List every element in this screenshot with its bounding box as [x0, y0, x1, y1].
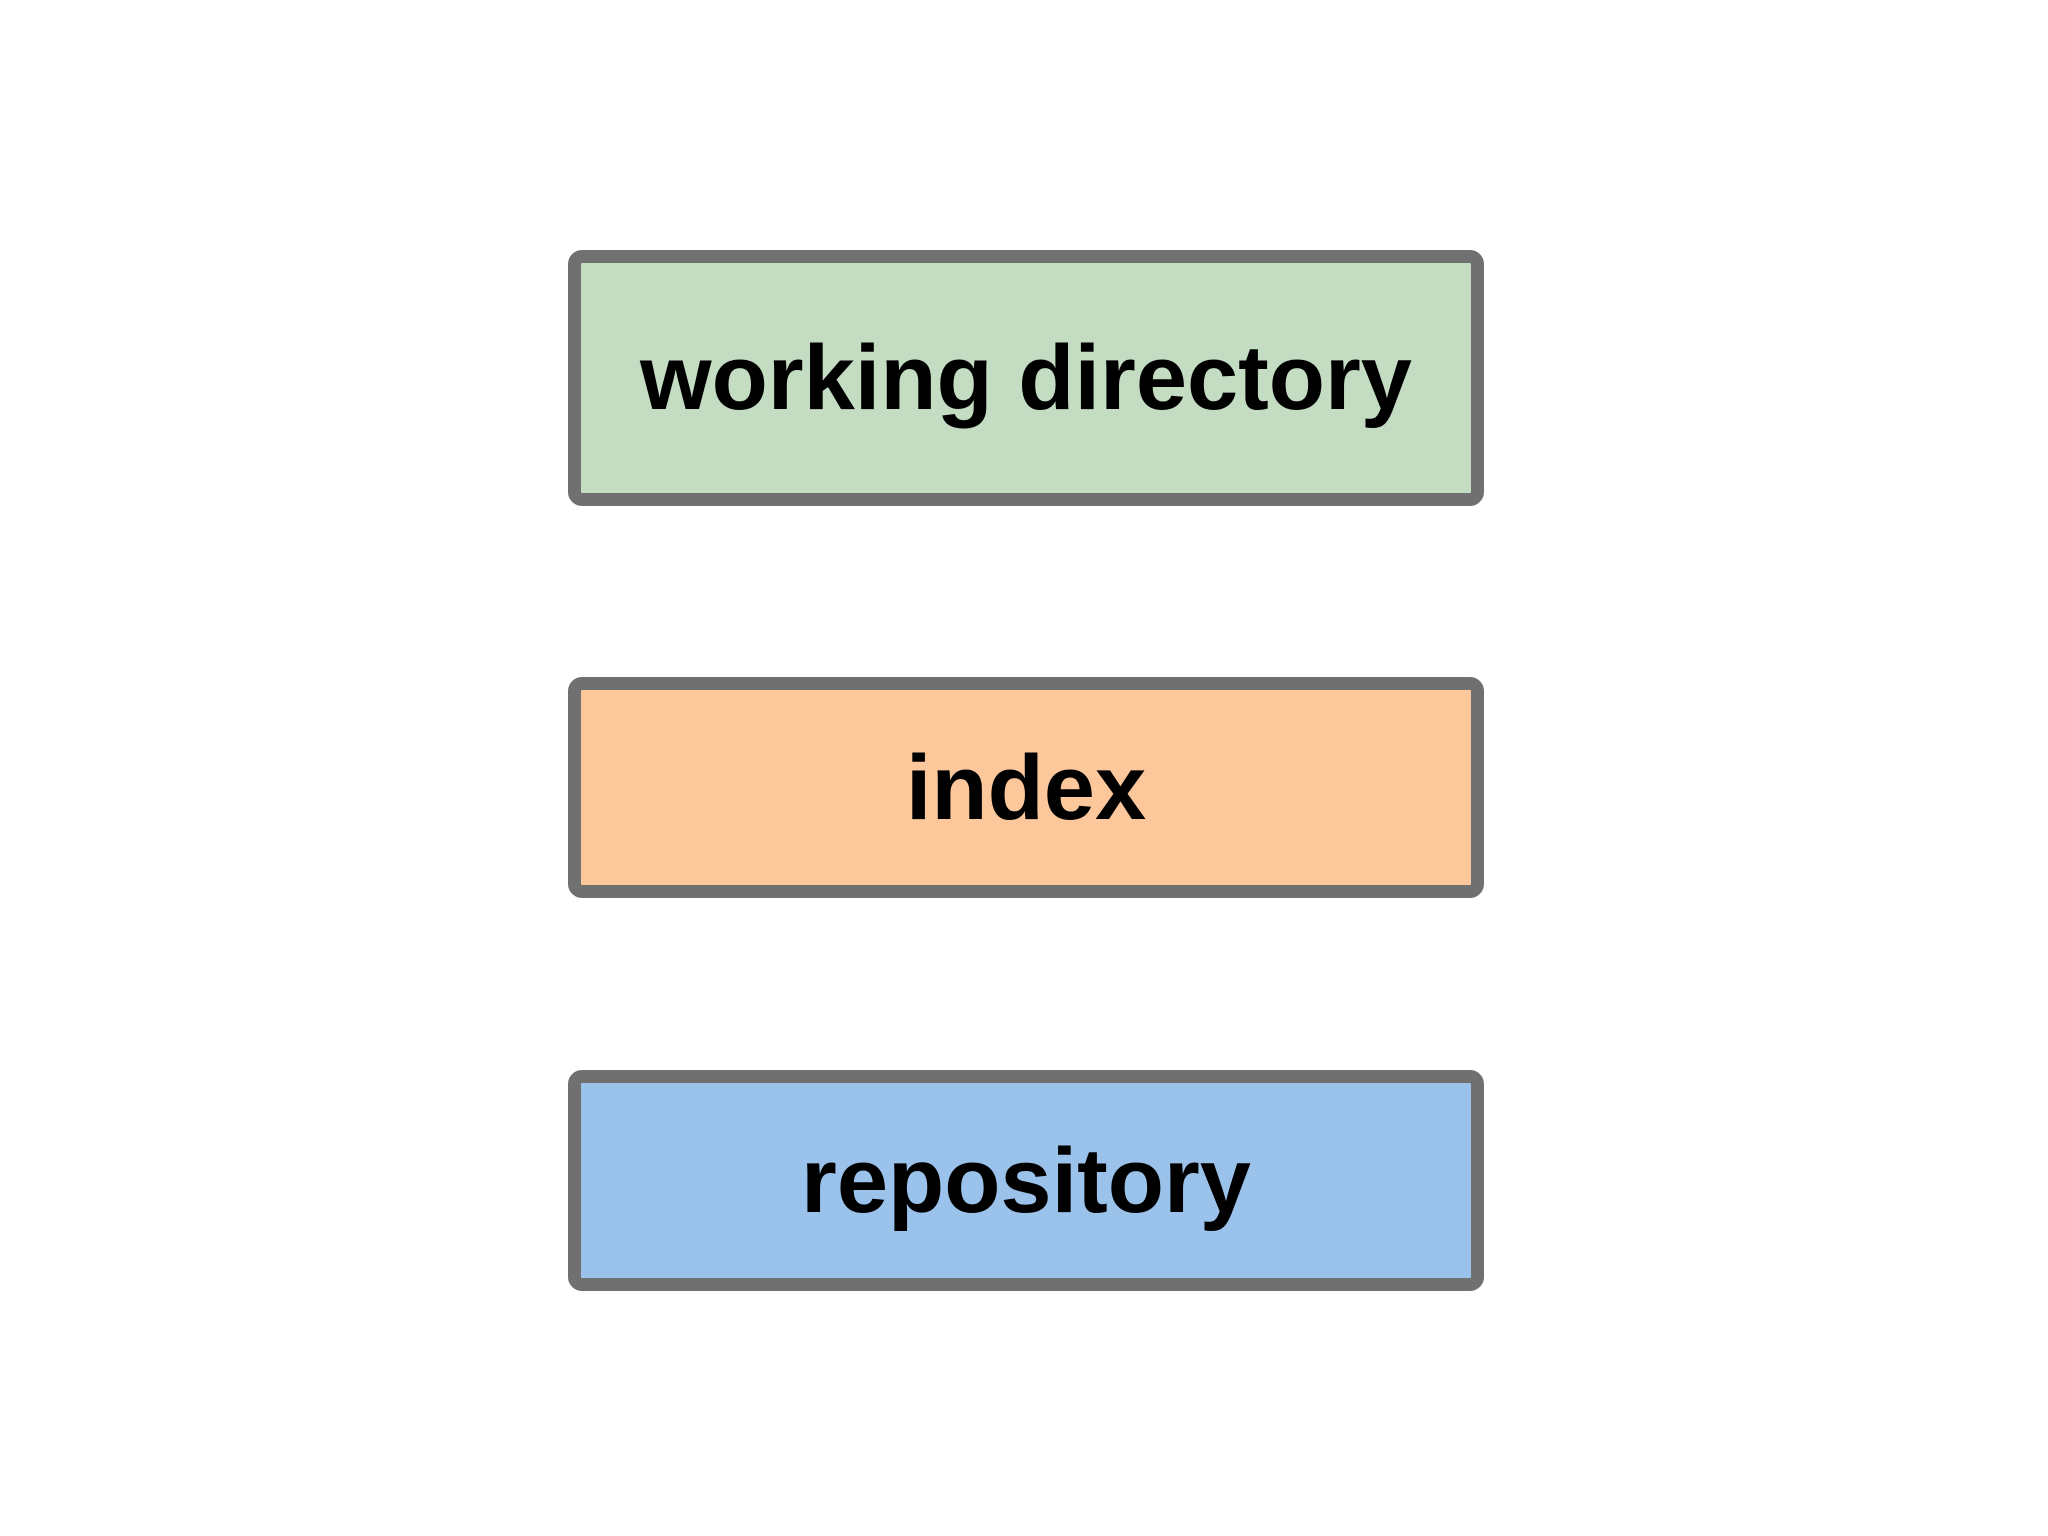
repository-label: repository — [801, 1129, 1251, 1232]
working-directory-box: working directory — [568, 250, 1484, 506]
repository-box: repository — [568, 1070, 1484, 1291]
index-label: index — [905, 736, 1147, 839]
working-directory-label: working directory — [640, 327, 1412, 429]
index-box: index — [568, 677, 1484, 898]
